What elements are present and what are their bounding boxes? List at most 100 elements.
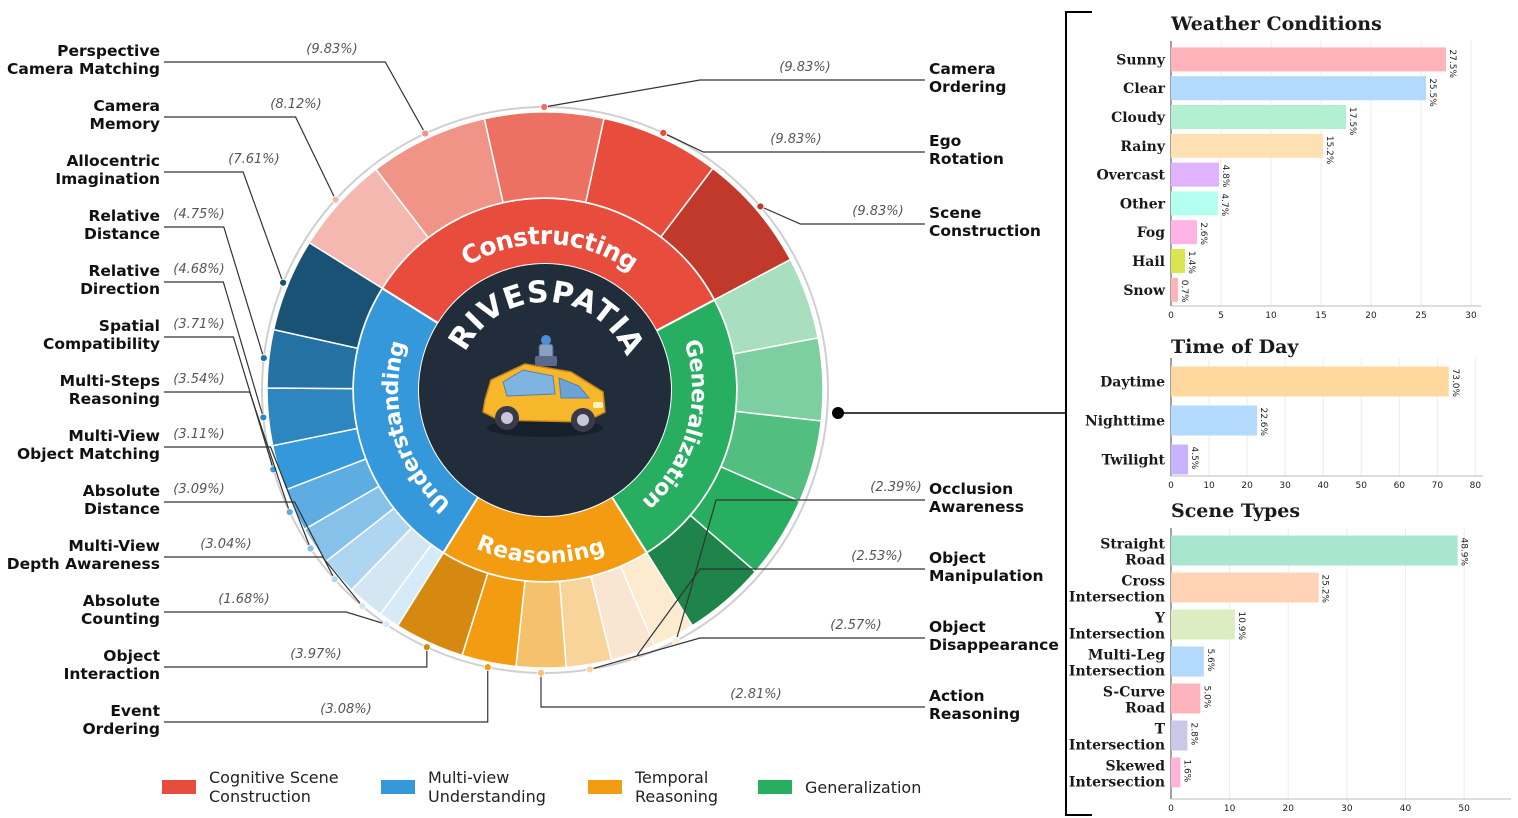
leader-line: [634, 568, 925, 659]
task-name-line1: Multi-View: [68, 537, 160, 555]
task-name-line1: Object: [103, 647, 160, 665]
task-percentage: (2.53%): [851, 549, 902, 564]
x-tick-label: 40: [1317, 481, 1329, 491]
x-tick-label: 10: [1203, 481, 1215, 491]
value-label: 73.0%: [1450, 369, 1460, 398]
category-label-line1: T: [1155, 722, 1166, 738]
leader-line: [164, 667, 489, 723]
category-label: Cloudy: [1111, 110, 1166, 126]
leader-line: [663, 132, 925, 153]
task-name-line1: Spatial: [99, 317, 160, 335]
task-percentage: (3.97%): [290, 647, 341, 662]
category-label-line2: Road: [1125, 701, 1165, 717]
value-label: 22.6%: [1258, 408, 1268, 437]
bar: [1171, 249, 1185, 273]
value-label: 4.5%: [1189, 447, 1199, 470]
category-label: Sunny: [1116, 52, 1166, 68]
x-tick-label: 0: [1168, 804, 1174, 814]
bar: [1171, 366, 1449, 397]
value-label: 4.7%: [1219, 193, 1229, 216]
value-label: 25.5%: [1427, 78, 1437, 107]
leader-line: [544, 79, 925, 108]
leader-line: [164, 171, 284, 283]
value-label: 48.9%: [1459, 538, 1469, 567]
legend-label-line2: Reasoning: [635, 787, 718, 806]
task-segment: [272, 241, 384, 350]
leader-line: [164, 336, 274, 470]
leader-line: [164, 391, 291, 513]
leader-line: [164, 116, 337, 200]
leader-dot: [756, 202, 765, 211]
bar: [1171, 572, 1319, 603]
panel-bracket: [1065, 11, 1092, 816]
x-tick-label: 50: [1458, 804, 1470, 814]
category-label: Twilight: [1102, 453, 1166, 469]
category-label: Rainy: [1120, 139, 1166, 155]
task-percentage: (9.83%): [306, 42, 357, 57]
bar: [1171, 646, 1204, 677]
leader-line: [760, 205, 925, 225]
task-name-line1: Relative: [88, 207, 160, 225]
x-tick-label: 30: [1465, 311, 1477, 321]
bar: [1171, 277, 1178, 302]
category-label: Snow: [1123, 283, 1166, 299]
category-label: Daytime: [1100, 375, 1165, 391]
leader-dot: [259, 413, 268, 422]
category-label: Clear: [1123, 81, 1165, 97]
task-percentage: (3.08%): [320, 702, 371, 717]
task-name-line1: Absolute: [83, 482, 160, 500]
legend-swatch: [381, 780, 415, 794]
category-label-line1: Multi-Leg: [1088, 648, 1165, 664]
task-percentage: (2.57%): [830, 618, 881, 633]
leader-dot: [285, 508, 294, 517]
legend-label-line1: Generalization: [805, 778, 921, 797]
x-tick-label: 10: [1224, 804, 1236, 814]
leader-dot: [659, 128, 668, 137]
task-name-line1: Object: [929, 549, 986, 567]
task-percentage: (3.71%): [173, 317, 224, 332]
task-percentage: (4.75%): [173, 207, 224, 222]
category-label-line1: Cross: [1121, 574, 1165, 590]
panel-title: Weather Conditions: [1170, 13, 1382, 35]
value-label: 2.6%: [1198, 222, 1208, 245]
x-tick-label: 20: [1241, 481, 1253, 491]
task-name-line1: Object: [929, 618, 986, 636]
task-percentage: (7.61%): [228, 152, 279, 167]
leader-dot: [382, 620, 391, 629]
category-label: Nighttime: [1085, 414, 1165, 430]
task-name-line2: Depth Awareness: [7, 555, 160, 573]
task-name-line2: Reasoning: [69, 390, 160, 408]
category-label: Fog: [1137, 225, 1166, 241]
x-tick-label: 0: [1168, 481, 1174, 491]
task-name-line2: Imagination: [55, 170, 160, 188]
x-tick-label: 40: [1400, 804, 1412, 814]
task-name-line2: Interaction: [64, 665, 160, 683]
leader-dot: [279, 278, 288, 287]
task-name-line1: Event: [110, 702, 160, 720]
legend-label-line1: Multi-view: [428, 768, 509, 787]
x-tick-label: 20: [1365, 311, 1377, 321]
task-name-line1: Camera: [93, 97, 160, 115]
category-label-line1: Straight: [1100, 537, 1165, 553]
category-label-line1: Skewed: [1106, 759, 1166, 775]
leader-dot: [330, 575, 339, 584]
bar: [1171, 76, 1426, 101]
bar: [1171, 105, 1346, 129]
category-label-line1: Y: [1154, 611, 1166, 627]
task-percentage: (9.83%): [779, 60, 830, 75]
